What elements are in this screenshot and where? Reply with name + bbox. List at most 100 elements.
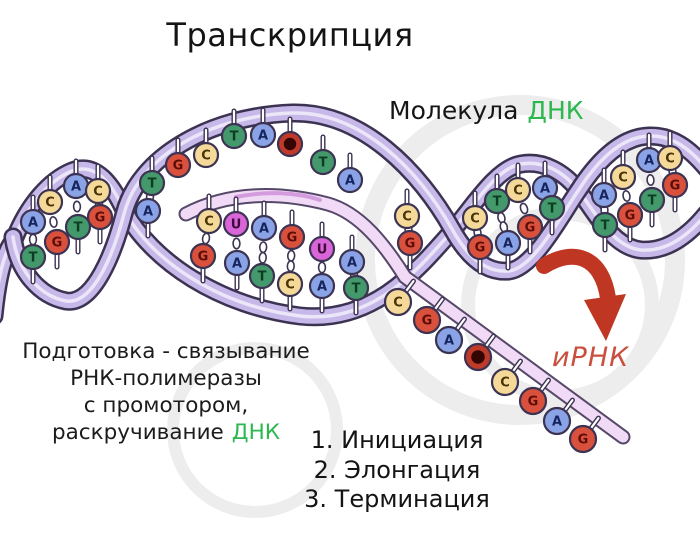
svg-text:A: A [552,415,562,430]
svg-text:T: T [258,270,267,285]
svg-text:G: G [670,179,681,194]
nucleotide-C: C [461,204,489,232]
svg-text:T: T [74,221,83,236]
nucleotide-G: G [43,228,71,256]
nucleotide-A: A [336,166,364,194]
svg-text:T: T [29,251,38,266]
nucleotide-C: C [192,141,220,169]
nucleotide-A: A [308,272,336,300]
svg-text:C: C [93,185,103,200]
nucleotide-T: T [138,169,166,197]
rna-ribbon [180,190,629,443]
nucleotide-A: A [590,181,618,209]
nucleotide-G: G [616,201,644,229]
dna-strand-b-highlight [11,111,700,303]
hydrogen-bond-bead [286,249,296,262]
svg-text:A: A [444,334,454,349]
dna-strand-a-highlight [0,161,700,319]
svg-text:C: C [201,149,211,164]
svg-text:C: C [470,212,480,227]
nucleotide-C: C [504,176,532,204]
hydrogen-bond-bead [258,251,267,264]
nucleotide-T: T [591,211,619,239]
svg-text:C: C [204,215,214,230]
svg-text:A: A [644,154,654,169]
svg-text:A: A [599,189,609,204]
preparation-note-line1: Подготовка - связывание [22,339,310,364]
svg-text:T: T [352,282,361,297]
nucleotide-C: C [36,188,64,216]
nucleotide-G: G [396,229,424,257]
preparation-note-line3: с промотором, [84,393,248,418]
nucleotide-T: T [248,262,276,290]
svg-text:A: A [258,129,268,144]
svg-text:C: C [665,152,675,167]
hydrogen-bond-bead [258,241,268,254]
svg-text:A: A [143,205,153,220]
nucleotide-T: T [64,213,92,241]
nucleotide-C: C [609,163,637,191]
nucleotide-G: G [466,233,494,261]
hydrogen-bond-bead [72,200,82,213]
svg-text:C: C [618,171,628,186]
nucleotide-A: A [494,229,522,257]
nucleotide-C: C [393,202,421,230]
svg-text:T: T [493,195,502,210]
rna-ribbon-accent [234,191,322,202]
svg-text:T: T [601,219,610,234]
svg-text:A: A [345,174,355,189]
svg-text:T: T [148,177,157,192]
svg-text:C: C [285,278,295,293]
svg-text:G: G [95,211,106,226]
nucleotide-G: G [518,386,548,416]
nucleotide-A: A [531,174,559,202]
nucleotide-G: G [516,213,544,241]
nucleotide-A: A [134,197,162,225]
svg-text:C: C [393,296,403,311]
svg-text:G: G [405,237,416,252]
nucleotide-C: C [490,367,520,397]
svg-text:T: T [648,194,657,209]
nucleotide-T: T [638,186,666,214]
nucleotide-G: G [189,242,217,270]
nucleotide-T: T [309,148,337,176]
svg-text:A: A [259,222,269,237]
nucleotide-U: U [308,235,336,263]
stage-item-3: 3. Терминация [304,485,490,513]
nucleotide-A: A [434,325,464,355]
svg-text:T: T [548,202,557,217]
hydrogen-bond-bead [232,237,241,250]
nucleotide-layer: ATCGATCGTACGUAATGCUAATCGCGTACGATATCGATCG… [19,107,689,454]
svg-text:G: G [625,209,636,224]
nucleotide-G: G [278,223,306,251]
nucleotide-C: C [84,177,112,205]
svg-text:G: G [173,159,184,174]
nucleotide-C: C [195,207,223,235]
nucleotide-T: T [19,243,47,271]
hydrogen-bond-bead [28,233,38,246]
dna-ribbons [0,103,700,327]
nucleotide-T: T [342,274,370,302]
svg-text:T: T [319,156,328,171]
svg-text:T: T [230,130,239,145]
nucleotide-T: T [483,187,511,215]
svg-text:A: A [232,257,242,272]
svg-text:G: G [578,433,589,448]
nucleotide-T: T [538,194,566,222]
nucleotide-modified [276,130,304,158]
nucleotide-A: A [250,214,278,242]
preparation-note-line2: РНК-полимеразы [70,366,262,391]
transcription-arrow [536,248,626,341]
svg-text:G: G [525,221,536,236]
svg-text:A: A [540,182,550,197]
svg-text:C: C [45,196,55,211]
svg-text:G: G [475,241,486,256]
watermark-swirl-1 [355,95,685,425]
nucleotide-C: C [383,287,413,317]
molecule-word: Молекула [389,96,518,125]
nucleotide-G: G [164,151,192,179]
page-title: Транскрипция [165,16,413,54]
